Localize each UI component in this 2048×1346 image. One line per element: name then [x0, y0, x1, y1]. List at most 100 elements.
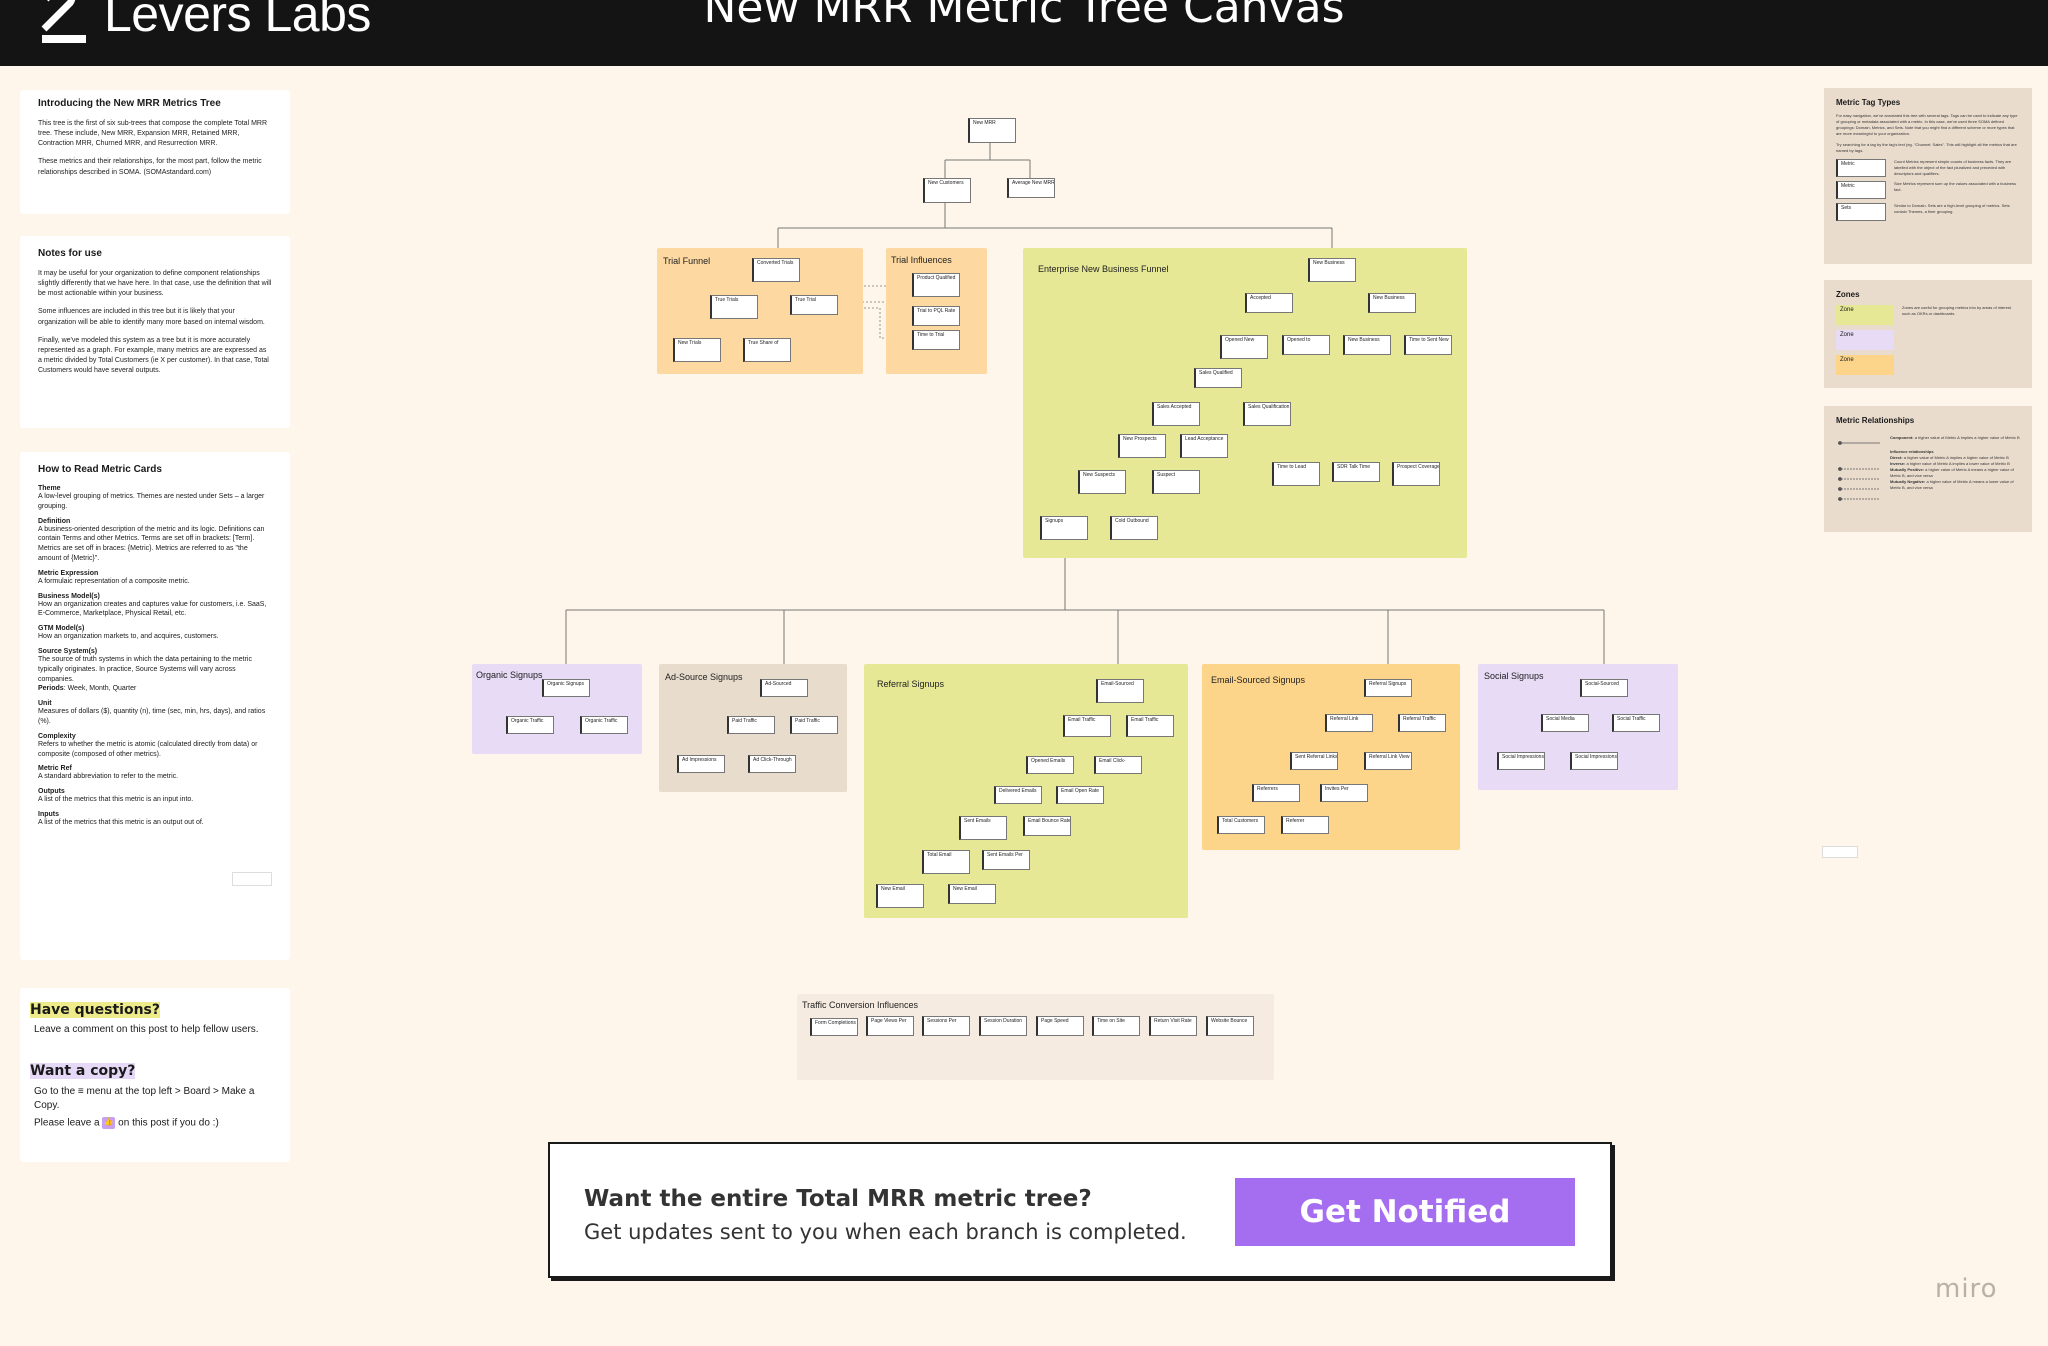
metric-card-new-mrr[interactable]: New MRR [968, 118, 1016, 143]
metric-card-cold-outbound[interactable]: Cold Outbound [1110, 516, 1158, 540]
metric-card-sales-accepted[interactable]: Sales Accepted [1152, 402, 1200, 426]
metric-card-social-impressions-2[interactable]: Social Impressions [1570, 752, 1618, 770]
metric-card-email-click[interactable]: Email Click- [1094, 756, 1142, 774]
get-notified-button[interactable]: Get Notified [1235, 1178, 1575, 1246]
metric-card-delivered-emails[interactable]: Delivered Emails [994, 786, 1042, 804]
metric-card-referrer[interactable]: Referrer [1281, 816, 1329, 834]
metric-card-social-traffic[interactable]: Social Traffic [1612, 714, 1660, 732]
copy-title-text: Want a copy? [30, 1063, 136, 1079]
metric-card-new-customers[interactable]: New Customers [923, 178, 971, 203]
metric-card-email-traffic-1[interactable]: Email Traffic [1063, 715, 1111, 737]
rel-term: Mutually Negative: [1890, 479, 1926, 484]
header-bar: Levers Labs New MRR Metric Tree Canvas [0, 0, 2048, 66]
metric-card-sent-emails[interactable]: Sent Emails [959, 816, 1007, 840]
metric-card-organic-traffic-2[interactable]: Organic Traffic [580, 716, 628, 734]
metric-card-referrers[interactable]: Referrers [1252, 784, 1300, 802]
zone-label-enterprise: Enterprise New Business Funnel [1038, 264, 1169, 274]
metric-card-session-duration[interactable]: Session Duration [979, 1016, 1027, 1036]
metric-card-accepted[interactable]: Accepted [1245, 293, 1293, 313]
rel-term: Direct: [1890, 455, 1903, 460]
metric-card-page-views-per[interactable]: Page Views Per [866, 1016, 914, 1036]
metric-card-new-business-3[interactable]: New Business [1343, 335, 1391, 355]
metric-card-signups[interactable]: Signups [1040, 516, 1088, 540]
howto-def: How an organization creates and captures… [38, 600, 267, 618]
metric-card-email-traffic-2[interactable]: Email Traffic [1126, 715, 1174, 737]
notes-paragraph-3: Finally, we've modeled this system as a … [38, 336, 269, 375]
metric-card-social-sourced[interactable]: Social-Sourced [1580, 679, 1628, 697]
metric-card-suspect[interactable]: Suspect [1152, 470, 1200, 494]
metric-card-new-email-1[interactable]: New Email [876, 884, 924, 908]
metric-card-referral-link[interactable]: Referral Link [1325, 714, 1373, 732]
metric-card-sdr-talk-time[interactable]: SDR Talk Time [1332, 462, 1380, 482]
metric-card-ad-impressions[interactable]: Ad Impressions [677, 755, 725, 773]
metric-card-sent-referral-links[interactable]: Sent Referral Links [1290, 752, 1338, 770]
metric-card-social-impressions-1[interactable]: Social Impressions [1497, 752, 1545, 770]
howto-def: How an organization markets to, and acqu… [38, 633, 219, 641]
metric-card-time-to-lead[interactable]: Time to Lead [1272, 462, 1320, 486]
metric-card-organic-traffic-1[interactable]: Organic Traffic [506, 716, 554, 734]
cta-subline: Get updates sent to you when each branch… [584, 1220, 1187, 1244]
metric-card-email-bounce-rate[interactable]: Email Bounce Rate [1023, 816, 1071, 836]
metric-card-invites-per[interactable]: Invites Per [1320, 784, 1368, 802]
legend-tag-row: Sets Similar to Domain. Sets are a high-… [1836, 203, 2020, 221]
metric-card-return-visit-rate[interactable]: Return Visit Rate [1149, 1016, 1197, 1036]
levers-logo-icon [40, 0, 90, 43]
rel-mut-pos: Mutually Positive: a higher value of Met… [1890, 467, 2020, 479]
metric-card-ad-click-through[interactable]: Ad Click-Through [748, 755, 796, 773]
metric-card-referral-traffic[interactable]: Referral Traffic [1398, 714, 1446, 732]
metric-card-time-on-site[interactable]: Time on Site [1092, 1016, 1140, 1036]
metric-card-referral-link-view[interactable]: Referral Link View [1364, 752, 1412, 770]
metric-card-converted-trials[interactable]: Converted Trials [752, 258, 800, 282]
rel-direct: Direct: a higher value of Metric A impli… [1890, 455, 2020, 461]
metric-card-paid-traffic-1[interactable]: Paid Traffic [727, 716, 775, 734]
metric-card-organic-signups[interactable]: Organic Signups [542, 679, 590, 697]
metric-card-sent-emails-per[interactable]: Sent Emails Per [982, 850, 1030, 870]
metric-card-product-qualified[interactable]: Product Qualified [912, 273, 960, 297]
metric-card-opened-new[interactable]: Opened New [1220, 335, 1268, 359]
notes-title: Notes for use [38, 248, 102, 259]
legend-tag-metric-card: Metric [1836, 159, 1886, 177]
intro-title: Introducing the New MRR Metrics Tree [38, 98, 221, 109]
metric-card-page-speed[interactable]: Page Speed [1036, 1016, 1084, 1036]
metric-card-new-trials[interactable]: New Trials [673, 338, 721, 362]
metric-card-form-completions[interactable]: Form Completions [810, 1018, 858, 1036]
metric-card-new-suspects[interactable]: New Suspects [1078, 470, 1126, 494]
intro-paragraph-1: This tree is the first of six sub-trees … [38, 120, 268, 148]
intro-card: Introducing the New MRR Metrics Tree Thi… [20, 90, 290, 214]
legend-tag-row: Metric Size Metrics represent sum up the… [1836, 181, 2020, 199]
metric-card-prospect-coverage[interactable]: Prospect Coverage [1392, 462, 1440, 486]
metric-card-avg-new-mrr[interactable]: Average New MRR [1007, 178, 1055, 198]
metric-card-total-customers[interactable]: Total Customers [1217, 816, 1265, 834]
metric-card-true-trials[interactable]: True Trials [710, 295, 758, 319]
howto-def: A low-level grouping of metrics. Themes … [38, 493, 265, 510]
metric-card-new-prospects[interactable]: New Prospects [1118, 434, 1166, 458]
zone-label-social: Social Signups [1484, 671, 1544, 681]
rel-desc: a higher value of Metric A implies a hig… [1903, 455, 2009, 460]
metric-card-true-trial[interactable]: True Trial [790, 295, 838, 315]
metric-card-lead-acceptance[interactable]: Lead Acceptance [1180, 434, 1228, 458]
zone-label-adsource: Ad-Source Signups [665, 672, 743, 682]
metric-card-sales-qualified[interactable]: Sales Qualified [1194, 368, 1242, 388]
metric-card-new-business[interactable]: New Business [1308, 258, 1356, 282]
metric-card-website-bounce[interactable]: Website Bounce [1206, 1016, 1254, 1036]
metric-card-email-sourced[interactable]: Email-Sourced [1096, 679, 1144, 703]
metric-card-opened-emails[interactable]: Opened Emails [1026, 756, 1074, 774]
metric-card-new-email-2[interactable]: New Email [948, 884, 996, 904]
metric-card-email-open-rate[interactable]: Email Open Rate [1056, 786, 1104, 804]
leave-text: Please leave a 👍 on this post if you do … [34, 1117, 276, 1129]
metric-card-sales-qualification[interactable]: Sales Qualification [1243, 402, 1291, 426]
metric-card-ad-sourced[interactable]: Ad-Sourced [760, 679, 808, 697]
metric-card-referral-signups[interactable]: Referral Signups [1364, 679, 1412, 697]
metric-card-time-to-trial[interactable]: Time to Trial [912, 330, 960, 350]
metric-card-total-email[interactable]: Total Email [922, 850, 970, 874]
metric-card-trial-pql-rate[interactable]: Trial to PQL Rate [912, 306, 960, 326]
howto-term: Definition [38, 517, 71, 525]
metric-card-true-share[interactable]: True Share of [743, 338, 791, 362]
metric-card-sessions-per[interactable]: Sessions Per [922, 1016, 970, 1036]
metric-card-opened-to[interactable]: Opened to [1282, 335, 1330, 355]
howto-def: Refers to whether the metric is atomic (… [38, 740, 258, 758]
metric-card-time-sent-new[interactable]: Time to Sent New [1404, 335, 1452, 355]
metric-card-social-media[interactable]: Social Media [1541, 714, 1589, 732]
metric-card-paid-traffic-2[interactable]: Paid Traffic [790, 716, 838, 734]
metric-card-new-business-2[interactable]: New Business [1368, 293, 1416, 313]
